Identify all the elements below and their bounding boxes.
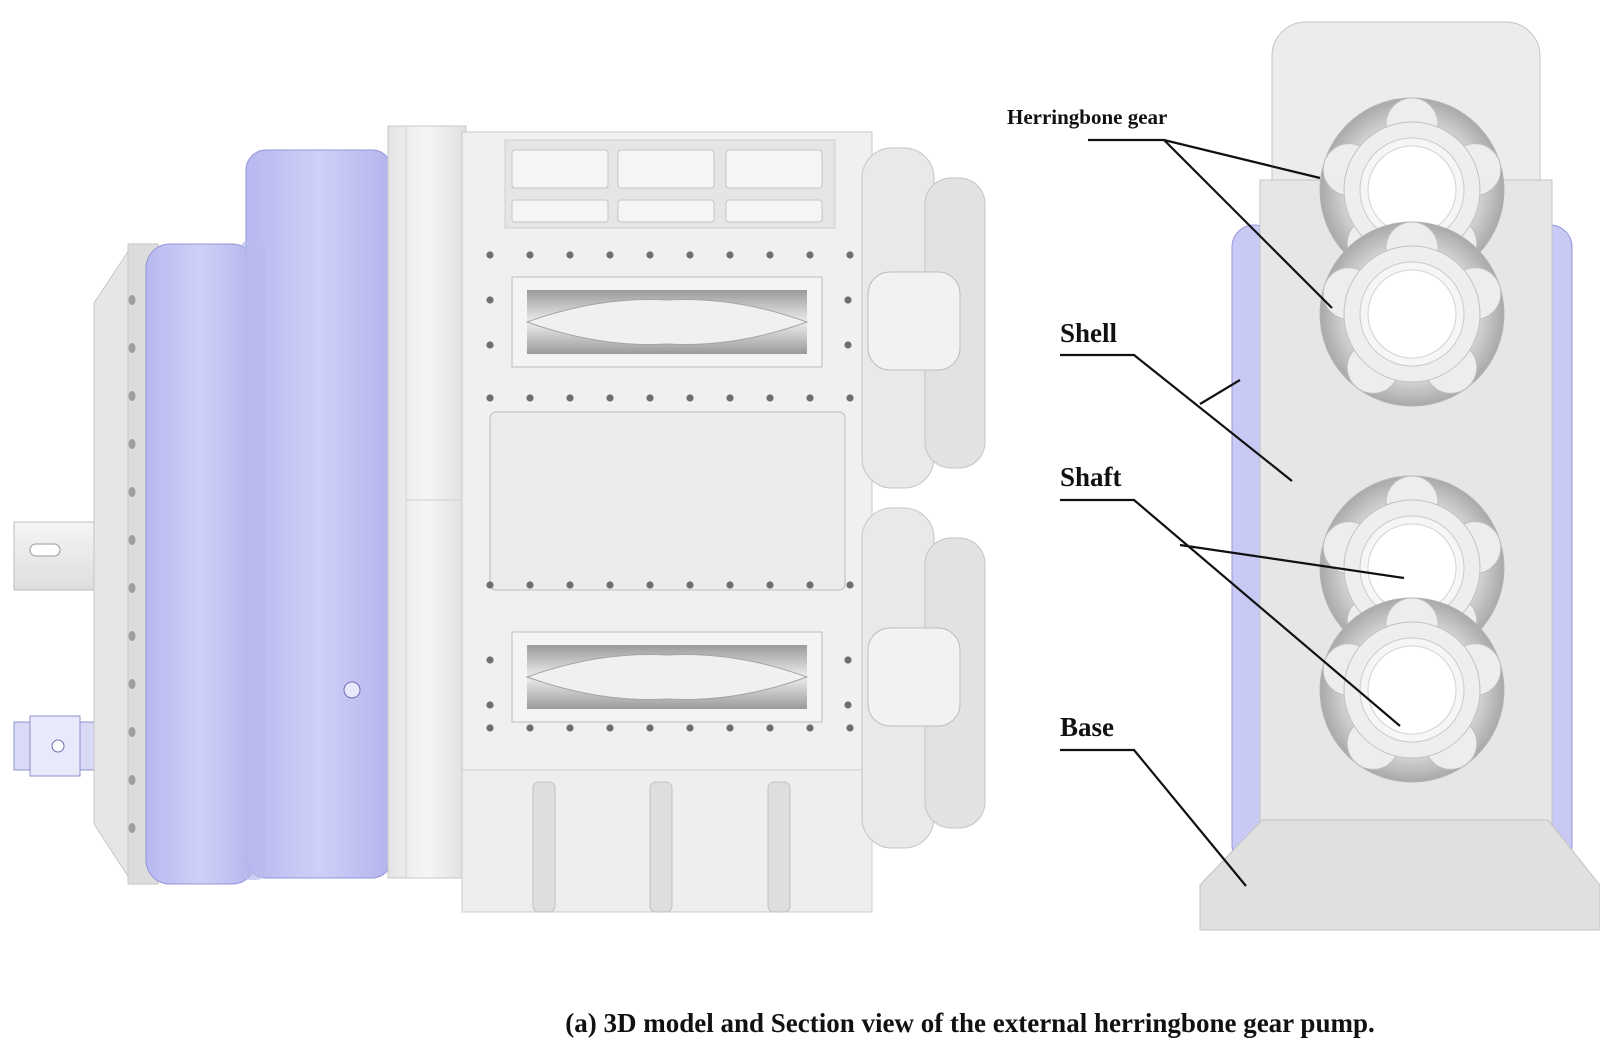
casing-bolt-hole bbox=[806, 394, 814, 402]
top-rib-cell bbox=[725, 199, 823, 223]
casing-bolt-hole bbox=[486, 581, 494, 589]
label-shaft: Shaft bbox=[1060, 462, 1122, 492]
label-herringbone-gear: Herringbone gear bbox=[1007, 105, 1168, 129]
transition-ring bbox=[387, 125, 467, 879]
casing-bolt-hole bbox=[566, 581, 574, 589]
main-casing bbox=[461, 131, 873, 913]
casing-bolt-hole bbox=[606, 581, 614, 589]
leader-shell-2 bbox=[1199, 379, 1241, 405]
casing-bolt-hole bbox=[646, 251, 654, 259]
casing-bolt-hole bbox=[766, 724, 774, 732]
casing-bolt-hole bbox=[726, 251, 734, 259]
casing-bolt-hole bbox=[726, 581, 734, 589]
casing-bolt-hole bbox=[844, 701, 852, 709]
casing-bolt-hole bbox=[606, 394, 614, 402]
casing-bolt-hole bbox=[844, 341, 852, 349]
bottom-ribs bbox=[461, 769, 873, 913]
casing-bolt-hole bbox=[846, 581, 854, 589]
gear-section bbox=[1319, 597, 1505, 783]
casing-bolt-hole bbox=[806, 251, 814, 259]
flange-bolt-hole bbox=[128, 727, 136, 737]
flange-bolt-hole bbox=[128, 631, 136, 641]
casing-bolt-holes bbox=[486, 251, 854, 732]
flange-bolt-hole bbox=[128, 343, 136, 353]
casing-bolt-hole bbox=[646, 581, 654, 589]
casing-bolt-hole bbox=[526, 581, 534, 589]
pump-3d-model bbox=[13, 125, 986, 913]
casing-bolt-hole bbox=[766, 581, 774, 589]
casing-bolt-hole bbox=[726, 394, 734, 402]
top-rib-cell bbox=[511, 199, 609, 223]
casing-bolt-hole bbox=[766, 394, 774, 402]
casing-bolt-hole bbox=[486, 251, 494, 259]
lower-sight-window bbox=[511, 631, 823, 723]
flange-bolt-hole bbox=[128, 439, 136, 449]
flange-bolt-holes bbox=[128, 295, 136, 833]
base-section bbox=[1199, 819, 1600, 931]
top-rib-grid bbox=[511, 149, 823, 223]
casing-bolt-hole bbox=[766, 251, 774, 259]
flange-bolt-hole bbox=[128, 487, 136, 497]
herringbone-gears bbox=[1319, 97, 1505, 783]
leader-shell bbox=[1060, 353, 1293, 482]
casing-bolt-hole bbox=[846, 251, 854, 259]
casing-bolt-hole bbox=[486, 656, 494, 664]
casing-bolt-hole bbox=[686, 581, 694, 589]
flange-bolt-hole bbox=[128, 775, 136, 785]
casing-bolt-hole bbox=[606, 251, 614, 259]
purple-end-cap bbox=[145, 243, 257, 885]
label-shell: Shell bbox=[1060, 318, 1118, 348]
connector-fitting bbox=[13, 715, 95, 777]
casing-bolt-hole bbox=[726, 724, 734, 732]
casing-bolt-hole bbox=[566, 394, 574, 402]
casing-bolt-hole bbox=[486, 724, 494, 732]
top-rib-cell bbox=[511, 149, 609, 189]
flange-bolt-hole bbox=[128, 823, 136, 833]
leader-lines bbox=[1060, 138, 1405, 887]
upper-sight-window bbox=[511, 276, 823, 368]
casing-bolt-hole bbox=[806, 724, 814, 732]
right-bearing-covers bbox=[861, 147, 986, 849]
casing-bolt-hole bbox=[806, 581, 814, 589]
leader-shaft bbox=[1060, 498, 1401, 727]
casing-bolt-hole bbox=[844, 656, 852, 664]
casing-bolt-hole bbox=[606, 724, 614, 732]
casing-bolt-hole bbox=[566, 724, 574, 732]
figure-caption: (a) 3D model and Section view of the ext… bbox=[565, 1008, 1375, 1038]
casing-bolt-hole bbox=[486, 701, 494, 709]
flange-bolt-hole bbox=[128, 295, 136, 305]
leader-herringbone-gear-2 bbox=[1163, 139, 1333, 309]
top-rib-cell bbox=[725, 149, 823, 189]
top-rib-cell bbox=[617, 149, 715, 189]
flange-bolt-hole bbox=[128, 583, 136, 593]
casing-bolt-hole bbox=[526, 251, 534, 259]
casing-bolt-hole bbox=[526, 394, 534, 402]
gear-section bbox=[1319, 221, 1505, 407]
leader-shaft-2 bbox=[1179, 543, 1405, 580]
casing-bolt-hole bbox=[846, 394, 854, 402]
casing-bolt-hole bbox=[686, 394, 694, 402]
leader-base bbox=[1060, 748, 1247, 887]
casing-bolt-hole bbox=[646, 724, 654, 732]
flange-bolt-hole bbox=[128, 535, 136, 545]
casing-bolt-hole bbox=[486, 341, 494, 349]
label-base: Base bbox=[1060, 712, 1114, 742]
purple-bearing-housing bbox=[240, 149, 393, 880]
casing-bolt-hole bbox=[686, 251, 694, 259]
flange-bolt-hole bbox=[128, 391, 136, 401]
casing-bolt-hole bbox=[486, 394, 494, 402]
casing-bolt-hole bbox=[844, 296, 852, 304]
casing-bolt-hole bbox=[566, 251, 574, 259]
casing-bolt-hole bbox=[846, 724, 854, 732]
casing-bolt-hole bbox=[686, 724, 694, 732]
casing-bolt-hole bbox=[646, 394, 654, 402]
flange-bolt-hole bbox=[128, 679, 136, 689]
top-rib-cell bbox=[617, 199, 715, 223]
casing-bolt-hole bbox=[526, 724, 534, 732]
casing-bolt-hole bbox=[486, 296, 494, 304]
pump-section-view bbox=[1199, 21, 1600, 931]
